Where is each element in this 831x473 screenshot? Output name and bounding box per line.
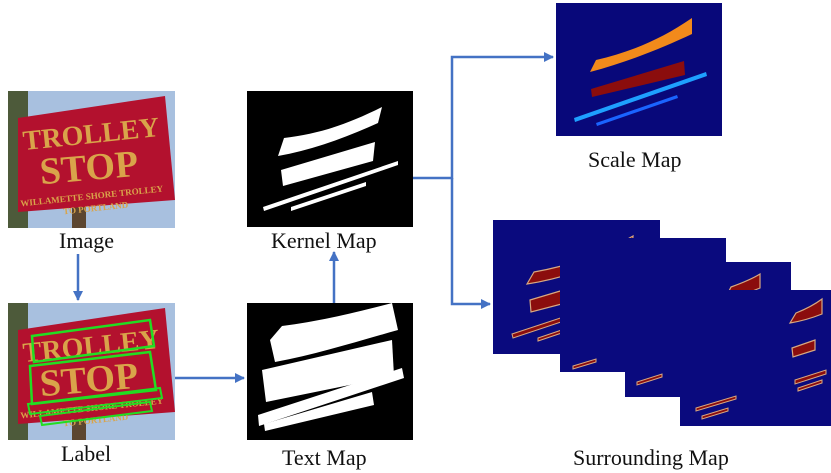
- label-image: TROLLEY STOP WILLAMETTE SHORE TROLLEY TO…: [8, 303, 175, 440]
- input-image: TROLLEY STOP WILLAMETTE SHORE TROLLEY TO…: [8, 91, 175, 228]
- caption-image: Image: [59, 228, 114, 253]
- caption-scale-map: Scale Map: [588, 147, 682, 172]
- arrow-kernel-to-scale-map: [413, 52, 554, 180]
- kernel-map: [247, 91, 413, 227]
- caption-label: Label: [61, 441, 112, 466]
- label-box-line4: [38, 400, 154, 427]
- arrows: [73, 52, 554, 383]
- surrounding-map-4: [680, 290, 831, 426]
- label-box-line3: [26, 386, 164, 416]
- label-box-trolley: [30, 318, 156, 364]
- label-box-stop: [28, 350, 158, 406]
- caption-text-map: Text Map: [282, 445, 367, 470]
- sign-line2: STOP: [38, 143, 140, 193]
- arrow-kernel-to-surrounding-map: [450, 178, 491, 309]
- caption-kernel-map: Kernel Map: [271, 228, 377, 253]
- scale-map: [556, 3, 722, 136]
- text-map: [247, 303, 413, 440]
- caption-surrounding-map: Surrounding Map: [573, 445, 729, 470]
- surrounding-map-stack: [493, 220, 831, 426]
